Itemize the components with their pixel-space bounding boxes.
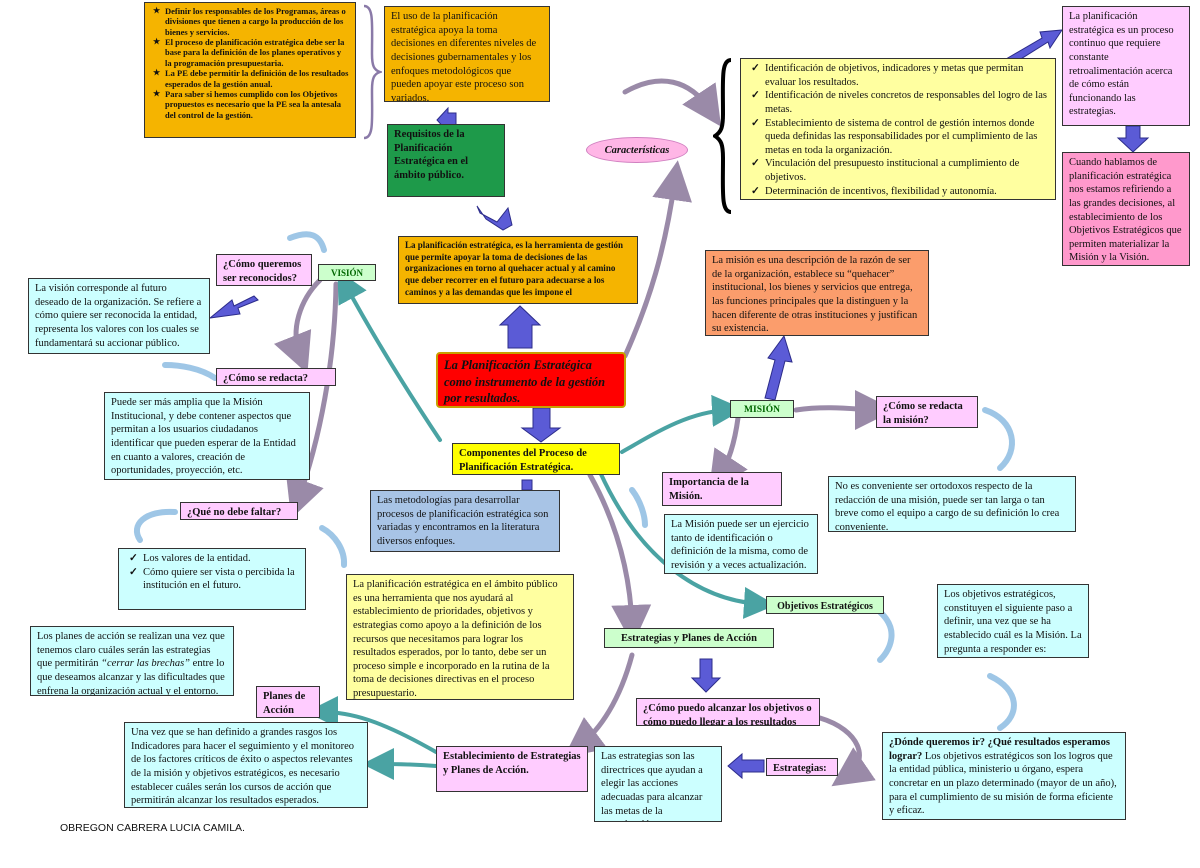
arrow-down-estrategias xyxy=(690,658,722,693)
box-como-reconocidos: ¿Cómo queremos ser reconocidos? xyxy=(216,254,312,286)
arrow-importancia-curve xyxy=(629,487,648,528)
arrow-up-to-requisitos xyxy=(476,205,513,231)
list-item: El proceso de planificación estratégica … xyxy=(153,37,349,68)
brace-right xyxy=(713,58,732,214)
box-mision-descripcion: La misión es una descripción de la razón… xyxy=(705,250,929,336)
box-caracteristicas: Identificación de objetivos, indicadores… xyxy=(740,58,1056,200)
list-item: Vinculación del presupuesto instituciona… xyxy=(751,157,1049,184)
list-item: Identificación de objetivos, indicadores… xyxy=(751,62,1049,89)
box-herramienta: La planificación estratégica, es la herr… xyxy=(398,236,638,304)
box-mision-ejercicio: La Misión puede ser un ejercicio tanto d… xyxy=(664,514,818,574)
arrow-objetivos-curve xyxy=(877,609,895,663)
box-planes-accion: Planes de Acción xyxy=(256,686,320,718)
arrow-to-estrat-desc xyxy=(727,752,765,780)
arrow-to-componentes-blue xyxy=(521,479,533,491)
list-item: Identificación de niveles concretos de r… xyxy=(751,89,1049,116)
arrow-ambito-curve xyxy=(319,525,348,568)
list-item: Cómo quiere ser vista o percibida la ins… xyxy=(129,566,299,593)
box-como-alcanzar: ¿Cómo puedo alcanzar los objetivos o cóm… xyxy=(636,698,820,726)
arrow-caract-curve xyxy=(622,78,722,127)
arrow-vision-to-redacta xyxy=(274,277,323,374)
donde-queremos-pregunta: ¿Dónde queremos ir? ¿Qué resultados espe… xyxy=(889,737,1110,762)
arrow-down-center xyxy=(520,407,562,443)
arrow-establ-to-planes xyxy=(306,696,438,754)
caracteristicas-label: Características xyxy=(586,137,688,163)
box-metodologias: Las metodologías para desarrollar proces… xyxy=(370,490,560,552)
box-indicadores: Una vez que se han definido a grandes ra… xyxy=(124,722,368,808)
brace-left xyxy=(363,4,382,140)
label-mision: MISIÓN xyxy=(730,400,794,418)
arrow-mision-to-importancia xyxy=(708,415,748,492)
box-importancia-mision: Importancia de la Misión. xyxy=(662,472,782,506)
list-item: La PE debe permitir la definición de los… xyxy=(153,68,349,89)
list-item: Los valores de la entidad. xyxy=(129,552,299,566)
central-title: La Planificación Estratégica como instru… xyxy=(444,358,606,406)
footer-author: OBREGON CABRERA LUCIA CAMILA. xyxy=(60,822,245,834)
list-item: Para saber si hemos cumplido con los Obj… xyxy=(153,89,349,120)
planes-desc-post: entre lo que deseamos alcanzar y las dif… xyxy=(37,658,225,696)
box-estrategias-label: Estrategias: xyxy=(766,758,838,776)
arrow-comp-to-mision xyxy=(620,394,744,454)
arrow-center-to-caracteristicas xyxy=(622,160,692,359)
box-requisitos: Requisitos de la Planificación Estratégi… xyxy=(387,124,505,197)
box-vision-definicion: La visión corresponde al futuro deseado … xyxy=(28,278,210,354)
arrow-to-grandes xyxy=(1116,125,1150,153)
arrow-to-mision-desc xyxy=(764,334,793,401)
planes-desc-pre: Los planes de acción se realizan una vez… xyxy=(37,631,225,670)
box-mision-redaccion: No es conveniente ser ortodoxos respecto… xyxy=(828,476,1076,532)
arrow-como-reconocidos-curve xyxy=(287,231,327,253)
arrow-redacta-v-curve xyxy=(162,362,218,381)
box-no-faltar-lista: Los valores de la entidad. Cómo quiere s… xyxy=(118,548,306,610)
label-estrategias-planes: Estrategias y Planes de Acción xyxy=(604,628,774,648)
box-como-redacta-vision: ¿Cómo se redacta? xyxy=(216,368,336,386)
box-establecimiento: Establecimiento de Estrategias y Planes … xyxy=(436,746,588,792)
arrow-establ-to-indicadores xyxy=(362,748,438,781)
list-item: Establecimiento de sistema de control de… xyxy=(751,117,1049,158)
block-arrows xyxy=(208,29,1150,780)
list-item: Definir los responsables de los Programa… xyxy=(153,6,349,37)
arrow-up-center xyxy=(498,305,542,349)
planes-desc-brechas: “cerrar las brechas” xyxy=(101,658,191,670)
box-no-debe-faltar: ¿Qué no debe faltar? xyxy=(180,502,298,520)
arrow-to-vision-def xyxy=(208,295,259,319)
box-estrategias-descripcion: Las estrategias son las directrices que … xyxy=(594,746,722,822)
box-uso-planificacion: El uso de la planificación estratégica a… xyxy=(384,6,550,102)
box-responsables: Definir los responsables de los Programa… xyxy=(144,2,356,138)
box-vision-redaccion: Puede ser más amplia que la Misión Insti… xyxy=(104,392,310,480)
arrow-objetivos-curve2 xyxy=(987,673,1017,731)
arrow-redacta-m-curve xyxy=(982,407,1015,471)
label-vision: VISIÓN xyxy=(318,264,376,281)
box-como-redacta-mision: ¿Cómo se redacta la misión? xyxy=(876,396,978,428)
list-item: Determinación de incentivos, flexibilida… xyxy=(751,185,1049,199)
arrow-nofaltar-curve xyxy=(133,508,178,543)
list-caracteristicas: Identificación de objetivos, indicadores… xyxy=(747,62,1049,198)
box-proceso-continuo: La planificación estratégica es un proce… xyxy=(1062,6,1190,126)
arrow-estrat-to-establecimiento xyxy=(564,652,635,758)
box-central-titulo: La Planificación Estratégica como instru… xyxy=(436,352,626,408)
arrow-comp-to-estrategias xyxy=(587,472,652,645)
box-ambito-publico: La planificación estratégica en el ámbit… xyxy=(346,574,574,700)
box-objetivos-descripcion: Los objetivos estratégicos, constituyen … xyxy=(937,584,1089,658)
box-componentes: Componentes del Proceso de Planificación… xyxy=(452,443,620,475)
list-no-faltar: Los valores de la entidad. Cómo quiere s… xyxy=(125,552,299,593)
box-grandes-decisiones: Cuando hablamos de planificación estraté… xyxy=(1062,152,1190,266)
box-donde-queremos: ¿Dónde queremos ir? ¿Qué resultados espe… xyxy=(882,732,1126,820)
donde-queremos-respuesta: Los objetivos estratégicos son los logro… xyxy=(889,750,1117,817)
label-objetivos-estrategicos: Objetivos Estratégicos xyxy=(766,596,884,614)
arrow-center-to-vision xyxy=(337,269,442,442)
box-planes-descripcion: Los planes de acción se realizan una vez… xyxy=(30,626,234,696)
arrow-como-alcanzar-curve xyxy=(817,715,876,787)
list-responsables: Definir los responsables de los Programa… xyxy=(151,6,349,120)
arrow-mision-to-redacta xyxy=(793,389,895,430)
